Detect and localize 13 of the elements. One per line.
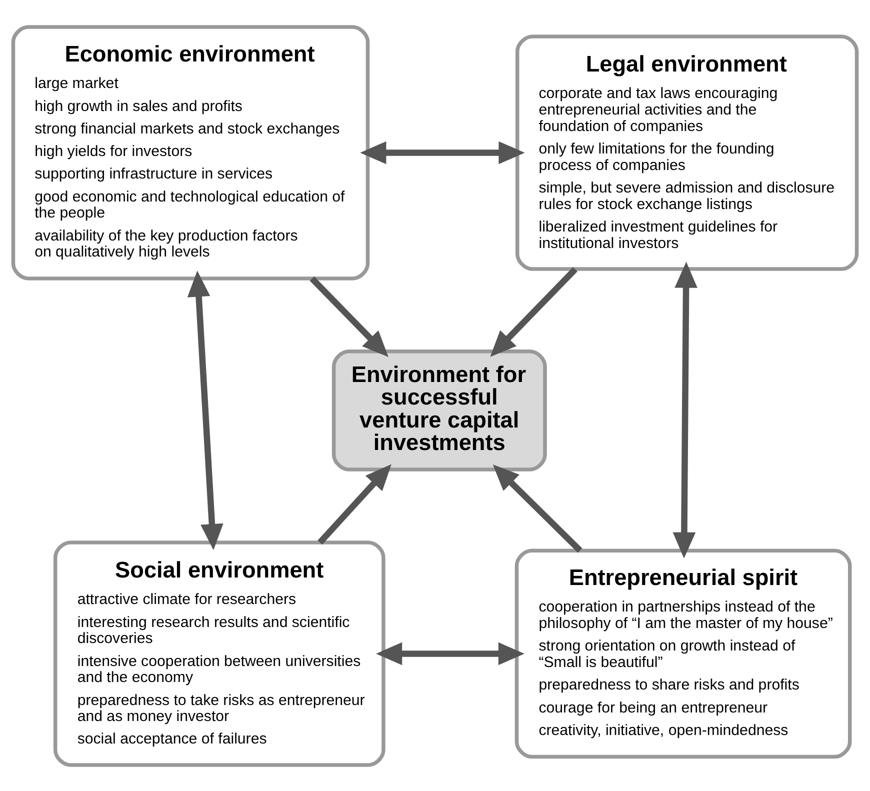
arrow: [376, 642, 524, 665]
arrow: [187, 270, 224, 550]
arrow: [318, 464, 392, 544]
arrow: [672, 261, 698, 558]
node-box: Legal environment corporate and tax laws encouraging entrepreneurial activities and the foundation of companies only few limitations for the founding process of companies simple, but severe admission and disclosure rules for stock exchange listings liberalized investment guidelines for institutional investors: [515, 34, 859, 270]
node-box: Economic environment large market high growth in sales and profits strong financial markets and stock exchanges high yields for investors supporting infrastructure in services good economic and technological education of the people availability of the key production factors on qualitatively high levels: [11, 24, 370, 280]
node-box: Social environment attractive climate for researchers interesting research results and scientific discoveries intensive cooperation between universities and the economy preparedness to take risks as entrepreneur and as money investor social acceptance of failures: [53, 540, 386, 766]
arrow: [360, 140, 525, 164]
node-box: Environment for successful venture capital investments: [332, 348, 547, 471]
node-box: Entrepreneurial spirit cooperation in partnerships instead of the philosophy of “I am the master of my house” strong orientation on growth instead of “Small is beautiful” preparedness to share risks and profits courage for being an entrepreneur creativity, initiative, open-mindedness: [514, 548, 852, 758]
arrow: [492, 464, 582, 552]
arrow: [490, 266, 578, 356]
arrow: [310, 276, 388, 356]
